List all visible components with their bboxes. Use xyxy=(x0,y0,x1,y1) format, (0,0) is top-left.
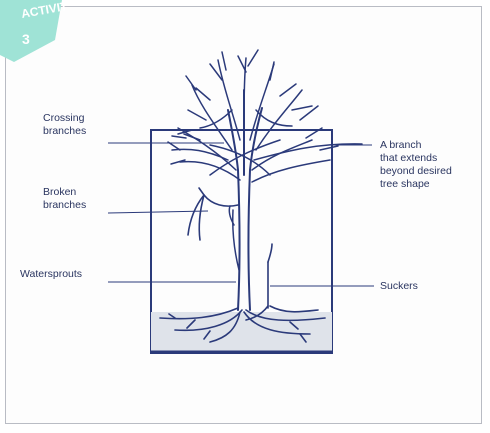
label-line: beyond desired xyxy=(380,165,452,178)
label-extends-beyond: A branch that extends beyond desired tre… xyxy=(380,139,452,191)
label-line: branches xyxy=(43,125,86,138)
tree-trunk xyxy=(228,90,262,310)
sucker xyxy=(268,244,272,308)
label-line: that extends xyxy=(380,152,452,165)
label-line: tree shape xyxy=(380,178,452,191)
label-line: A branch xyxy=(380,139,452,152)
label-watersprouts: Watersprouts xyxy=(20,268,82,281)
label-broken-branches: Broken branches xyxy=(43,186,86,212)
watersprout xyxy=(229,206,239,270)
leader-lines xyxy=(108,143,374,286)
label-crossing-branches: Crossing branches xyxy=(43,112,86,138)
label-line: Crossing xyxy=(43,112,86,125)
label-suckers: Suckers xyxy=(380,280,418,293)
label-line: branches xyxy=(43,199,86,212)
broken-branch xyxy=(188,188,238,240)
label-line: Broken xyxy=(43,186,86,199)
